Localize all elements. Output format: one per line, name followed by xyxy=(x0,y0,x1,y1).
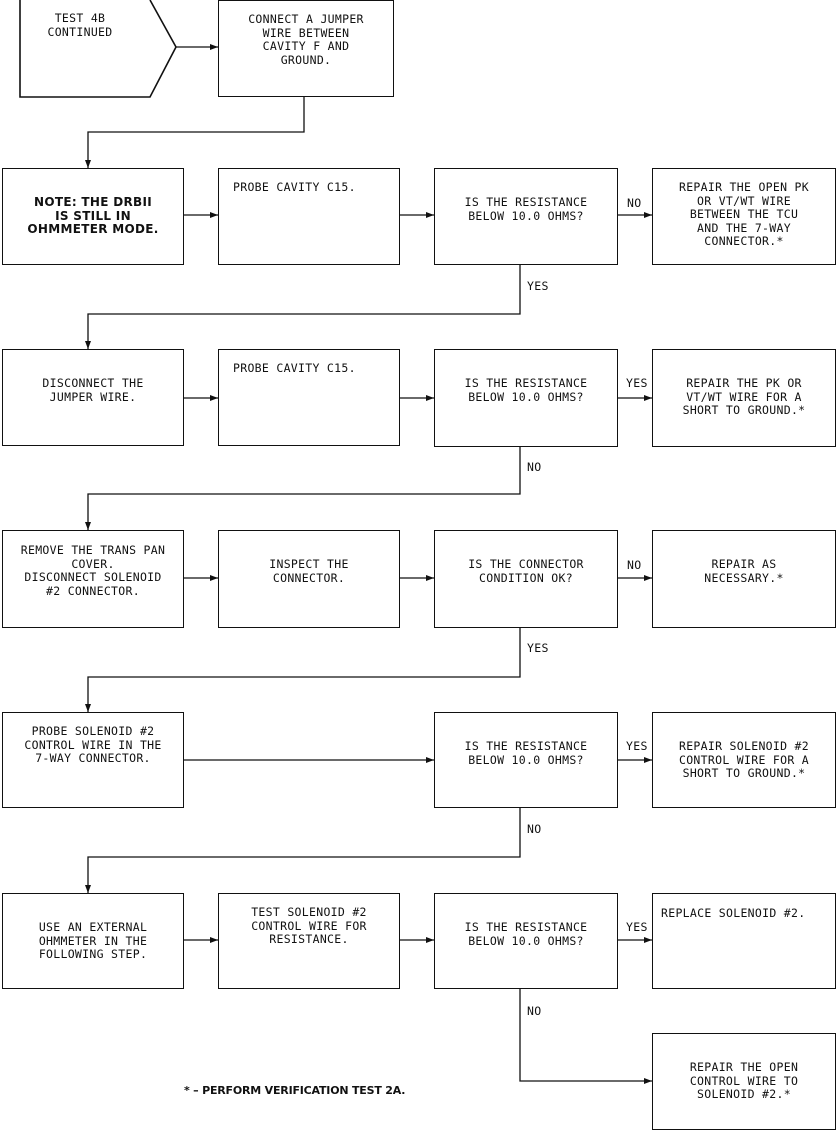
probe-solenoid-box: PROBE SOLENOID #2 CONTROL WIRE IN THE 7-… xyxy=(2,712,184,808)
start-pentagon-shape xyxy=(19,0,177,98)
branch-label-2: YES xyxy=(626,376,648,390)
repair-solenoid-short-box: REPAIR SOLENOID #2 CONTROL WIRE FOR A SH… xyxy=(652,712,836,808)
repair-as-necessary-text: REPAIR AS NECESSARY.* xyxy=(704,557,784,585)
resistance-question-box-4: IS THE RESISTANCE BELOW 10.0 OHMS? xyxy=(434,712,618,808)
resistance-question-text-4: IS THE RESISTANCE BELOW 10.0 OHMS? xyxy=(464,739,588,767)
connect-jumper-text: CONNECT A JUMPER WIRE BETWEEN CAVITY F A… xyxy=(248,12,364,67)
connector-question-box: IS THE CONNECTOR CONDITION OK? xyxy=(434,530,618,628)
down-label-3: YES xyxy=(527,641,549,655)
probe-c15-box-2: PROBE CAVITY C15. xyxy=(218,349,400,446)
branch-label-1: NO xyxy=(627,196,642,210)
repair-open-control-wire-text: REPAIR THE OPEN CONTROL WIRE TO SOLENOID… xyxy=(689,1060,799,1101)
test-solenoid-text: TEST SOLENOID #2 CONTROL WIRE FOR RESIST… xyxy=(251,905,367,946)
resistance-question-text-1: IS THE RESISTANCE BELOW 10.0 OHMS? xyxy=(464,195,588,223)
connector-question-text: IS THE CONNECTOR CONDITION OK? xyxy=(468,557,584,585)
note-box: NOTE: THE DRBII IS STILL IN OHMMETER MOD… xyxy=(2,168,184,265)
connect-jumper-box: CONNECT A JUMPER WIRE BETWEEN CAVITY F A… xyxy=(218,0,394,97)
probe-c15-box-1: PROBE CAVITY C15. xyxy=(218,168,400,265)
resistance-question-text-2: IS THE RESISTANCE BELOW 10.0 OHMS? xyxy=(464,376,588,404)
repair-as-necessary-box: REPAIR AS NECESSARY.* xyxy=(652,530,836,628)
replace-solenoid-box: REPLACE SOLENOID #2. xyxy=(652,893,836,989)
resistance-question-box-5: IS THE RESISTANCE BELOW 10.0 OHMS? xyxy=(434,893,618,989)
down-label-5: NO xyxy=(527,1004,542,1018)
inspect-connector-text: INSPECT THE CONNECTOR. xyxy=(269,557,349,585)
repair-solenoid-short-text: REPAIR SOLENOID #2 CONTROL WIRE FOR A SH… xyxy=(678,739,810,780)
use-external-ohmmeter-text: USE AN EXTERNAL OHMMETER IN THE FOLLOWIN… xyxy=(38,920,148,961)
repair-open-pk-box: REPAIR THE OPEN PK OR VT/WT WIRE BETWEEN… xyxy=(652,168,836,265)
start-label: TEST 4B CONTINUED xyxy=(47,11,113,39)
resistance-question-text-5: IS THE RESISTANCE BELOW 10.0 OHMS? xyxy=(464,920,588,948)
footnote: * – PERFORM VERIFICATION TEST 2A. xyxy=(184,1084,406,1097)
probe-c15-text-2: PROBE CAVITY C15. xyxy=(233,361,356,375)
inspect-connector-box: INSPECT THE CONNECTOR. xyxy=(218,530,400,628)
use-external-ohmmeter-box: USE AN EXTERNAL OHMMETER IN THE FOLLOWIN… xyxy=(2,893,184,989)
probe-solenoid-text: PROBE SOLENOID #2 CONTROL WIRE IN THE 7-… xyxy=(24,724,162,765)
note-text: NOTE: THE DRBII IS STILL IN OHMMETER MOD… xyxy=(27,195,159,236)
repair-open-pk-text: REPAIR THE OPEN PK OR VT/WT WIRE BETWEEN… xyxy=(678,180,810,248)
branch-label-3: NO xyxy=(627,558,642,572)
repair-pk-short-text: REPAIR THE PK OR VT/WT WIRE FOR A SHORT … xyxy=(682,376,806,417)
repair-open-control-wire-box: REPAIR THE OPEN CONTROL WIRE TO SOLENOID… xyxy=(652,1033,836,1130)
branch-label-5: YES xyxy=(626,920,648,934)
branch-label-4: YES xyxy=(626,739,648,753)
test-solenoid-box: TEST SOLENOID #2 CONTROL WIRE FOR RESIST… xyxy=(218,893,400,989)
down-label-2: NO xyxy=(527,460,542,474)
resistance-question-box-2: IS THE RESISTANCE BELOW 10.0 OHMS? xyxy=(434,349,618,447)
disconnect-jumper-box: DISCONNECT THE JUMPER WIRE. xyxy=(2,349,184,446)
remove-trans-pan-box: REMOVE THE TRANS PAN COVER. DISCONNECT S… xyxy=(2,530,184,628)
remove-trans-pan-text: REMOVE THE TRANS PAN COVER. DISCONNECT S… xyxy=(20,543,166,598)
probe-c15-text-1: PROBE CAVITY C15. xyxy=(233,180,356,194)
repair-pk-short-box: REPAIR THE PK OR VT/WT WIRE FOR A SHORT … xyxy=(652,349,836,447)
down-label-1: YES xyxy=(527,279,549,293)
resistance-question-box-1: IS THE RESISTANCE BELOW 10.0 OHMS? xyxy=(434,168,618,265)
replace-solenoid-text: REPLACE SOLENOID #2. xyxy=(661,906,806,920)
disconnect-jumper-text: DISCONNECT THE JUMPER WIRE. xyxy=(42,376,144,404)
down-label-4: NO xyxy=(527,822,542,836)
